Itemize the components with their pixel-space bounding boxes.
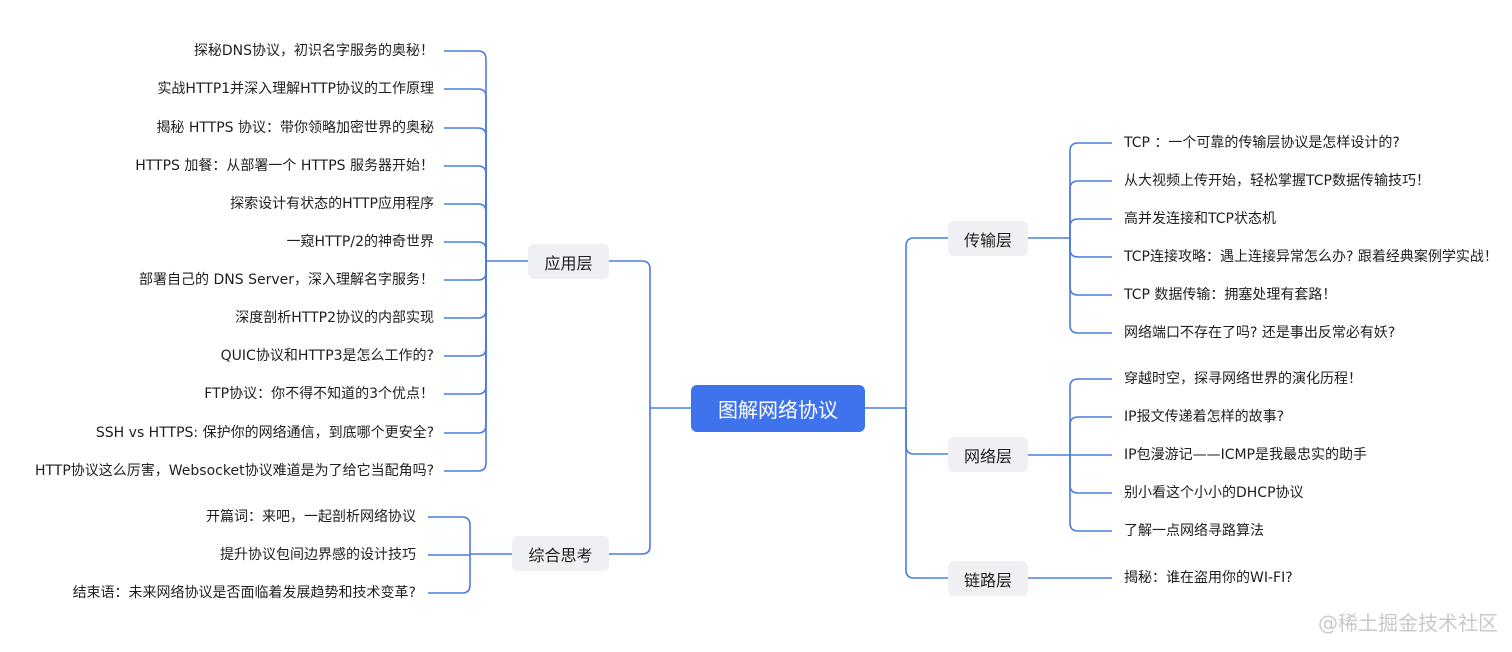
leaf-transport-3[interactable]: TCP连接攻略：遇上连接异常怎么办? 跟着经典案例学实战！ [1124,249,1498,265]
leaf-application-8[interactable]: QUIC协议和HTTP3是怎么工作的? [220,348,434,364]
leaf-application-5[interactable]: 一窥HTTP/2的神奇世界 [286,234,434,250]
transport-edge-2 [1069,218,1112,238]
leaf-application-3[interactable]: HTTPS 加餐：从部署一个 HTTPS 服务器开始！ [135,158,434,174]
application-edge-7 [444,261,487,319]
leaf-application-4[interactable]: 探索设计有状态的HTTP应用程序 [230,196,434,212]
leaf-network-1[interactable]: IP报文传递着怎样的故事? [1124,409,1285,425]
leaf-transport-4[interactable]: TCP 数据传输：拥塞处理有套路！ [1124,287,1337,303]
branch-node-comprehensive-thinking[interactable]: 综合思考 [512,536,609,571]
leaf-application-11[interactable]: HTTP协议这么厉害，Websocket协议难道是为了给它当配角吗? [34,463,434,479]
root-to-application [609,260,651,408]
transport-edge-1 [1069,180,1112,238]
network-edge-3 [1069,455,1112,494]
leaf-transport-2[interactable]: 高并发连接和TCP状态机 [1124,211,1276,227]
thinking-edge-2 [428,554,471,594]
leaf-application-2[interactable]: 揭秘 HTTPS 协议：带你领略加密世界的奥秘 [156,120,434,136]
application-edge-6 [444,261,487,281]
branch-node-application-layer[interactable]: 应用层 [528,244,609,279]
leaf-application-10[interactable]: SSH vs HTTPS: 保护你的网络通信，到底哪个更安全? [95,425,434,441]
application-edge-1 [444,88,487,261]
leaf-thinking-2[interactable]: 结束语：未来网络协议是否面临着发展趋势和技术变革? [72,585,416,601]
application-edge-0 [444,50,487,261]
thinking-edge-0 [428,516,471,554]
watermark: @稀土掘金技术社区 [1318,611,1498,635]
leaf-transport-0[interactable]: TCP ：一个可靠的传输层协议是怎样设计的? [1124,135,1400,151]
leaf-network-2[interactable]: IP包漫游记——ICMP是我最忠实的助手 [1124,447,1367,463]
transport-edge-4 [1069,238,1112,296]
leaf-application-9[interactable]: FTP协议：你不得不知道的3个优点！ [204,386,434,402]
transport-edge-3 [1069,238,1112,258]
application-edge-11 [444,261,487,472]
network-edge-0 [1069,378,1112,455]
leaf-network-3[interactable]: 别小看这个小小的DHCP协议 [1124,485,1304,501]
leaf-network-4[interactable]: 了解一点网络寻路算法 [1124,523,1264,539]
application-edge-10 [444,261,487,434]
leaf-thinking-1[interactable]: 提升协议包间边界感的设计技巧 [220,547,416,563]
application-edge-4 [444,203,487,261]
branch-node-transport-layer[interactable]: 传输层 [948,221,1028,256]
leaf-link-0[interactable]: 揭秘：谁在盗用你的WI-FI? [1124,570,1293,586]
root-to-link [905,408,948,579]
leaf-transport-1[interactable]: 从大视频上传开始，轻松掌握TCP数据传输技巧！ [1124,173,1430,189]
application-edge-8 [444,261,487,357]
root-to-transport [905,237,948,408]
branch-node-network-layer[interactable]: 网络层 [948,437,1028,472]
application-edge-3 [444,165,487,261]
transport-edge-5 [1069,238,1112,334]
root-to-network [905,408,948,455]
leaf-application-0[interactable]: 探秘DNS协议，初识名字服务的奥秘！ [193,43,434,59]
application-edge-2 [444,127,487,261]
leaf-thinking-0[interactable]: 开篇词：来吧，一起剖析网络协议 [206,509,416,525]
leaf-application-7[interactable]: 深度剖析HTTP2协议的内部实现 [235,310,434,326]
network-edge-4 [1069,455,1112,532]
leaf-transport-5[interactable]: 网络端口不存在了吗? 还是事出反常必有妖? [1124,325,1396,341]
leaf-network-0[interactable]: 穿越时空，探寻网络世界的演化历程！ [1124,371,1362,387]
application-edge-5 [444,241,487,261]
root-node[interactable]: 图解网络协议 [691,385,865,432]
transport-edge-0 [1069,142,1112,238]
network-edge-1 [1069,416,1112,455]
branch-node-link-layer[interactable]: 链路层 [948,561,1028,596]
leaf-application-6[interactable]: 部署自己的 DNS Server，深入理解名字服务！ [139,272,434,288]
leaf-application-1[interactable]: 实战HTTP1并深入理解HTTP协议的工作原理 [157,81,434,97]
root-to-thinking [609,408,651,555]
application-edge-9 [444,261,487,395]
